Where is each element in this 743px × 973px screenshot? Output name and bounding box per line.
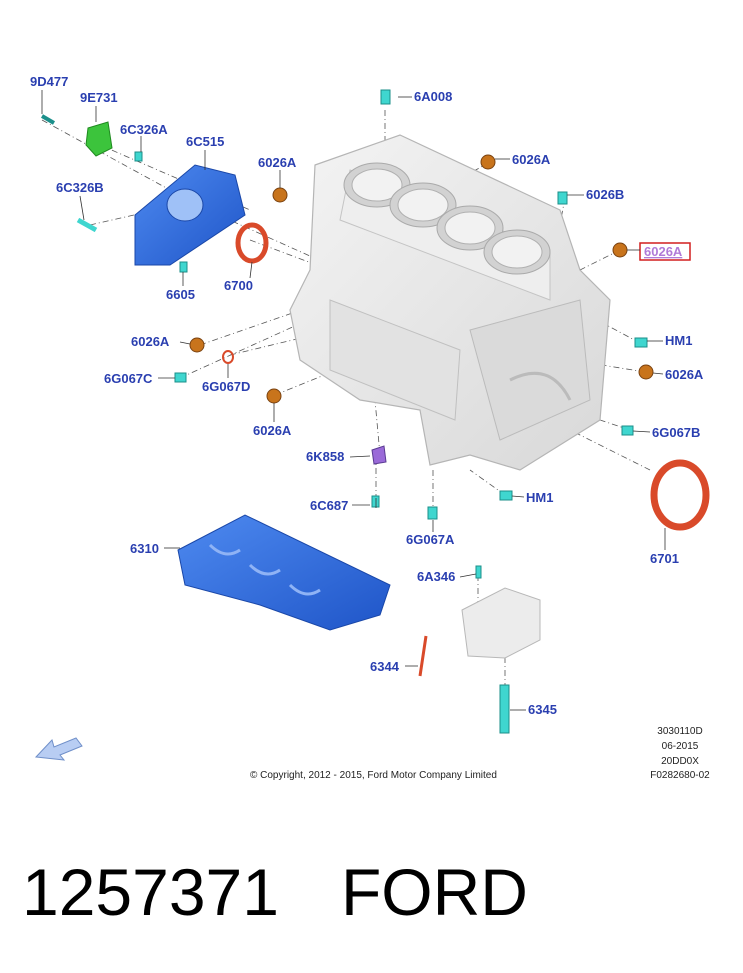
label-6026A-highlighted: 6026A	[644, 244, 683, 259]
view-direction-arrow-icon	[34, 737, 83, 761]
o-ring	[222, 350, 234, 364]
label-6G067D: 6G067D	[202, 379, 250, 394]
bolts-and-dowels	[40, 89, 648, 734]
engine-block	[289, 134, 611, 471]
label-6026A-1: 6026A	[258, 155, 297, 170]
brand-name: FORD	[340, 855, 528, 929]
label-6026A-5: 6026A	[665, 367, 704, 382]
label-6A008: 6A008	[414, 89, 452, 104]
label-6026A-2: 6026A	[512, 152, 551, 167]
diagram-code-3: 20DD0X	[661, 756, 699, 767]
label-6C326B: 6C326B	[56, 180, 104, 195]
oil-jet-fitting	[371, 445, 387, 465]
main-bearing-cap	[461, 587, 541, 659]
label-6C326A: 6C326A	[120, 122, 168, 137]
label-6344: 6344	[370, 659, 400, 674]
diagram-code-1: 3030110D	[657, 726, 702, 737]
pin-6344	[418, 635, 428, 677]
label-6345: 6345	[528, 702, 557, 717]
exploded-parts-diagram: 9D477 9E731 6C326A 6C515 6C326B 6605 670…	[30, 74, 710, 781]
label-6G067A: 6G067A	[406, 532, 455, 547]
label-6A346: 6A346	[417, 569, 455, 584]
label-6026B: 6026B	[586, 187, 624, 202]
callout-labels: 9D477 9E731 6C326A 6C515 6C326B 6605 670…	[30, 74, 704, 717]
label-6K858: 6K858	[306, 449, 344, 464]
diagram-code-4: F0282680-02	[650, 770, 710, 781]
label-6C515: 6C515	[186, 134, 224, 149]
label-6700: 6700	[224, 278, 253, 293]
part-number: 1257371	[22, 855, 279, 929]
diagram-code-2: 06-2015	[662, 741, 699, 752]
label-6C687: 6C687	[310, 498, 348, 513]
label-6310: 6310	[130, 541, 159, 556]
label-9E731: 9E731	[80, 90, 118, 105]
label-6026A-3: 6026A	[131, 334, 170, 349]
rear-cover-plate	[134, 164, 246, 266]
label-9D477: 9D477	[30, 74, 68, 89]
label-6G067B: 6G067B	[652, 425, 700, 440]
crank-seal-small	[235, 222, 269, 264]
crank-seal-large	[650, 459, 710, 531]
copyright-text: © Copyright, 2012 - 2015, Ford Motor Com…	[250, 770, 497, 781]
label-HM1-2: HM1	[526, 490, 553, 505]
bedplate	[177, 514, 391, 631]
label-HM1-1: HM1	[665, 333, 692, 348]
part-caption: 1257371 FORD	[22, 852, 722, 932]
highlighted-part-box	[639, 242, 691, 261]
label-6026A-4: 6026A	[253, 423, 292, 438]
label-6G067C: 6G067C	[104, 371, 153, 386]
label-6701: 6701	[650, 551, 679, 566]
label-6605: 6605	[166, 287, 195, 302]
label-stubs	[41, 90, 666, 711]
green-sensor	[85, 121, 113, 157]
